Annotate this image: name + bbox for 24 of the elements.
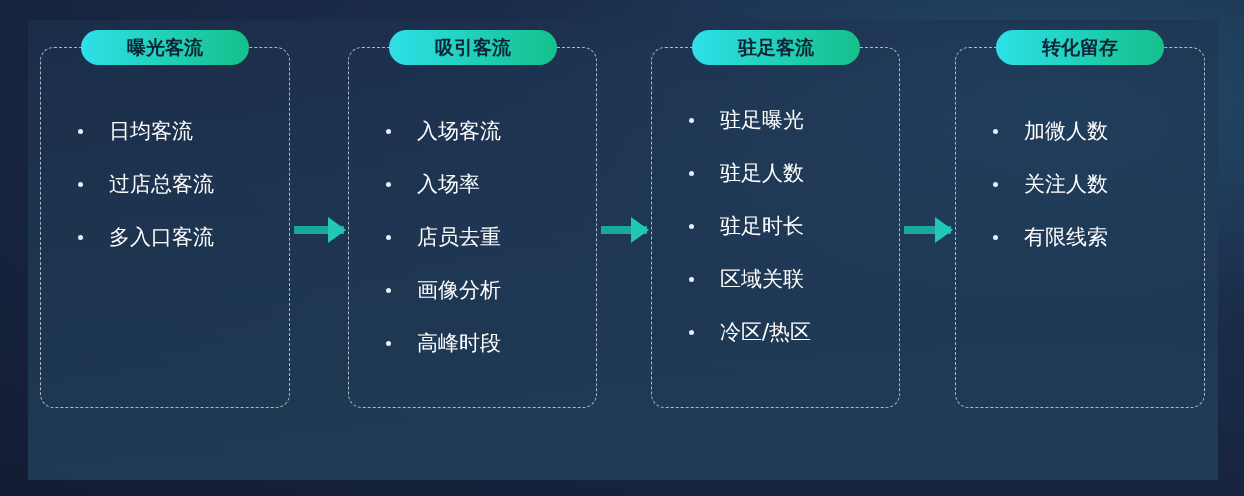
stage-heading: 转化留存 [996, 30, 1164, 65]
list-item-text: 冷区/热区 [720, 319, 812, 346]
dashed-group-box [348, 30, 597, 408]
dashed-group-box [651, 30, 900, 408]
list-item-text: 日均客流 [109, 118, 193, 145]
list-item-text: 入场客流 [417, 118, 501, 145]
list-item-text: 关注人数 [1024, 171, 1108, 198]
list-item-text: 多入口客流 [109, 224, 214, 251]
list-item-text: 加微人数 [1024, 118, 1108, 145]
list-item-text: 驻足人数 [720, 160, 804, 187]
stage-heading: 驻足客流 [691, 30, 860, 65]
list-item-text: 入场率 [417, 171, 480, 198]
dashed-group-box [955, 30, 1205, 408]
dashed-group-box [40, 30, 290, 408]
list-item-text: 店员去重 [417, 224, 501, 251]
stage-heading: 吸引客流 [388, 30, 557, 65]
list-item-text: 有限线索 [1024, 224, 1108, 251]
list-item-text: 高峰时段 [417, 330, 501, 357]
stage-heading: 曝光客流 [81, 30, 249, 65]
list-item-text: 驻足曝光 [720, 107, 804, 134]
list-item-text: 画像分析 [417, 277, 501, 304]
list-item-text: 驻足时长 [720, 213, 804, 240]
list-item-text: 过店总客流 [109, 171, 214, 198]
list-item-text: 区域关联 [720, 266, 804, 293]
